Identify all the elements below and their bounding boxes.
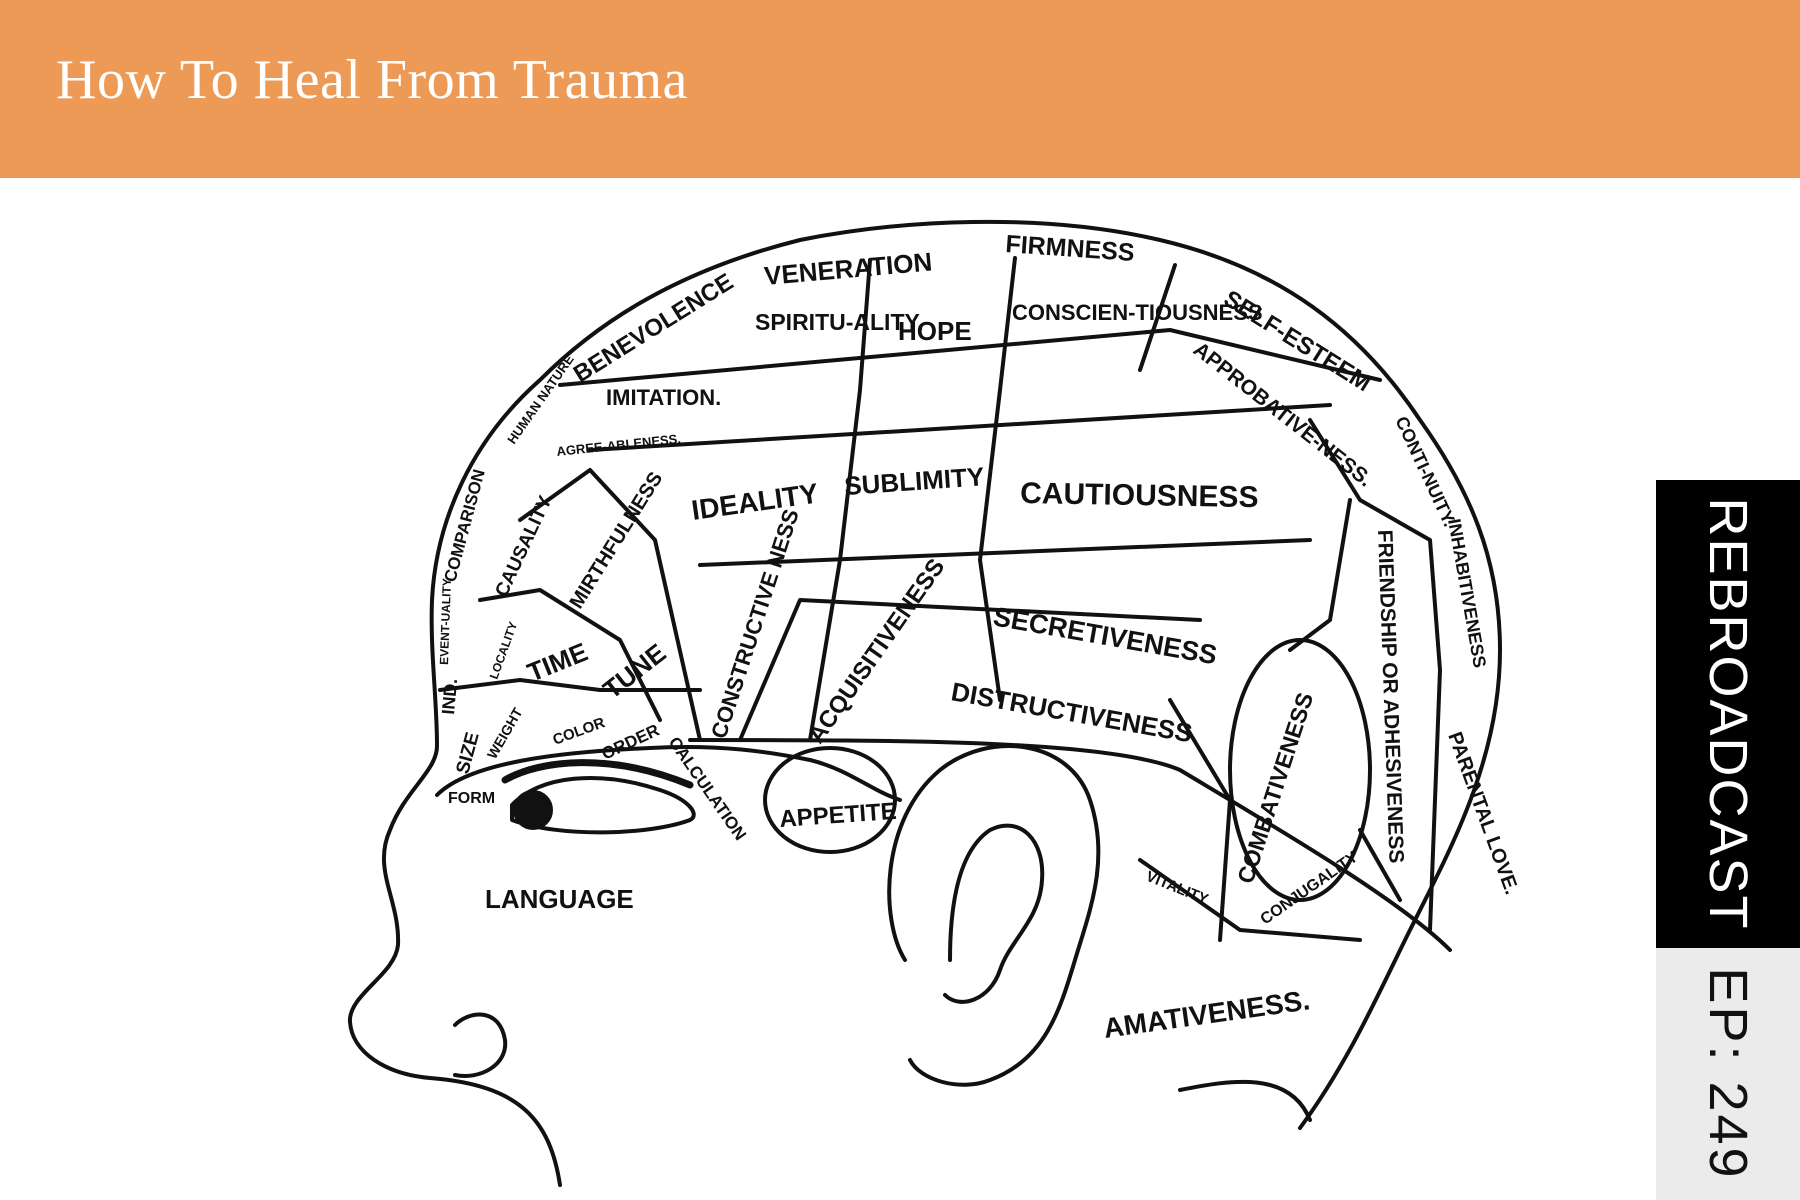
label-agreeableness: AGREE-ABLENESS. [556, 431, 682, 459]
label-mirthfulness: MIRTHFULNESS [566, 468, 668, 613]
label-combativeness: COMBATIVENESS [1232, 689, 1318, 886]
rebroadcast-tab: REBROADCAST [1656, 480, 1800, 948]
label-friendship: FRIENDSHIP OR ADHESIVENESS [1373, 529, 1408, 863]
label-amativeness: AMATIVENESS. [1102, 984, 1312, 1044]
label-conscientiousness: CONSCIEN-TIOUSNESS [1012, 300, 1263, 325]
label-parental-love: PARENTAL LOVE. [1443, 729, 1520, 897]
label-tune: TUNE [597, 638, 671, 705]
label-locality: LOCALITY [487, 620, 521, 681]
label-size: SIZE [453, 730, 484, 776]
phrenology-head-icon: VENERATION FIRMNESS BENEVOLENCE SPIRITU-… [347, 219, 1520, 1187]
label-eventuality: EVENT-UALITY [437, 578, 454, 665]
rebroadcast-label: REBROADCAST [1698, 497, 1758, 931]
label-form: FORM [448, 790, 495, 807]
episode-number-tab: EP: 249 [1656, 948, 1800, 1200]
label-hope: HOPE [898, 316, 972, 346]
label-appetite: APPETITE [779, 798, 898, 833]
label-veneration: VENERATION [763, 246, 934, 291]
label-color: COLOR [551, 714, 608, 749]
label-order: ORDER [599, 720, 663, 763]
label-individuality: IND. [438, 678, 461, 716]
episode-title: How To Heal From Trauma [56, 49, 688, 111]
label-vitality: VITALITY [1144, 868, 1211, 908]
label-cautiousness: CAUTIOUSNESS [1020, 477, 1259, 514]
label-human-nature: HUMAN NATURE [504, 352, 577, 447]
label-imitation: IMITATION. [606, 385, 721, 410]
label-secretiveness: SECRETIVENESS [991, 601, 1219, 670]
label-sublimity: SUBLIMITY [843, 461, 985, 501]
label-spirituality: SPIRITU-ALITY. [755, 309, 924, 335]
label-firmness: FIRMNESS [1005, 230, 1136, 267]
label-destructiveness: DISTRUCTIVENESS [949, 676, 1195, 748]
label-comparison: COMPARISON [441, 467, 489, 584]
label-language: LANGUAGE [485, 884, 634, 914]
episode-number: EP: 249 [1698, 967, 1758, 1181]
title-banner: How To Heal From Trauma [0, 0, 1800, 178]
label-causality: CAUSALITY [491, 492, 556, 600]
label-weight: WEIGHT [484, 705, 526, 762]
label-time: TIME [523, 636, 592, 687]
